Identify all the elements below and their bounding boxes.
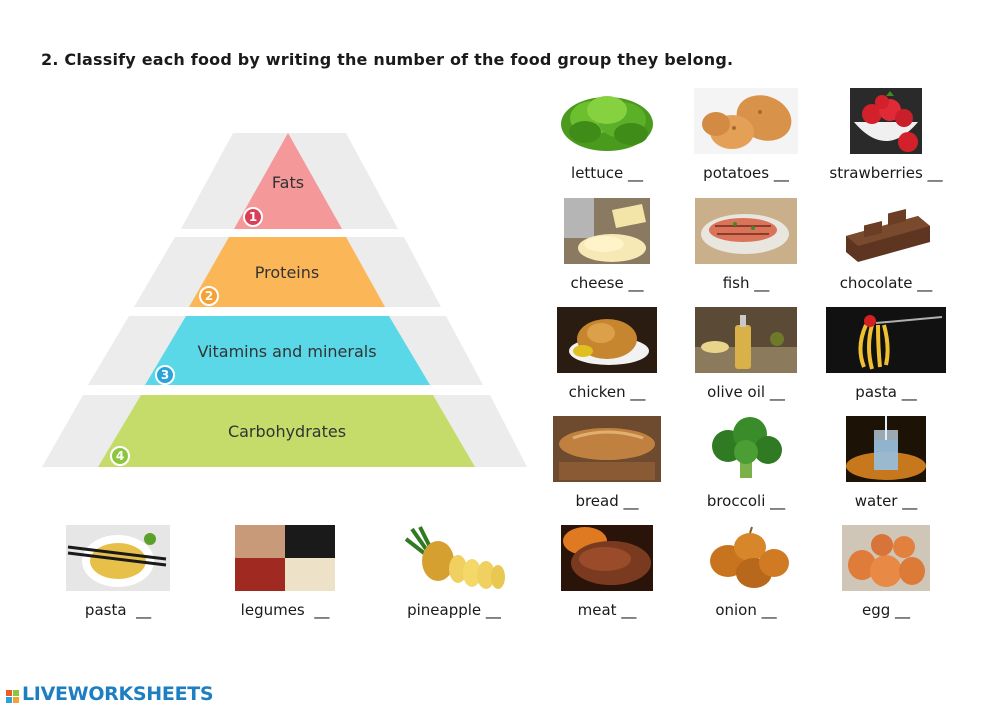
pasta-right-image	[826, 307, 946, 373]
olive-oil-image	[695, 307, 797, 373]
food-item-strawberries: strawberries __	[816, 88, 956, 182]
pyramid-layer-carbohydrates	[98, 395, 475, 467]
badge-3: 3	[155, 365, 175, 385]
food-name: egg	[861, 601, 891, 619]
layer-label-fats: Fats	[272, 173, 304, 192]
food-name: meat	[577, 601, 617, 619]
answer-blank[interactable]: __	[621, 601, 637, 619]
potatoes-image	[694, 88, 798, 154]
answer-blank[interactable]: __	[895, 601, 911, 619]
liveworksheets-logo[interactable]: LIVEWORKSHEETS	[6, 683, 214, 705]
bread-image	[553, 416, 661, 482]
pineapple-image	[404, 526, 505, 589]
food-name: legumes	[240, 601, 305, 619]
food-name: chocolate	[839, 274, 913, 292]
food-name: broccoli	[706, 492, 766, 510]
logo-text: LIVEWORKSHEETS	[22, 683, 214, 705]
food-name: water	[854, 492, 898, 510]
food-name: chicken	[568, 383, 626, 401]
cheese-image	[564, 198, 650, 264]
answer-blank[interactable]: __	[901, 383, 917, 401]
legumes-image	[235, 525, 335, 591]
food-name: lettuce	[571, 164, 624, 182]
answer-blank[interactable]: __	[902, 492, 918, 510]
food-name: pasta	[855, 383, 897, 401]
svg-text:2: 2	[205, 289, 213, 303]
food-item-potatoes: potatoes __	[676, 88, 816, 182]
food-item-broccoli: broccoli __	[676, 416, 816, 510]
onion-image	[710, 526, 789, 588]
food-item-pineapple: pineapple __	[384, 525, 524, 619]
chicken-image	[557, 307, 657, 373]
food-name: fish	[722, 274, 750, 292]
answer-blank[interactable]: __	[623, 492, 639, 510]
answer-blank[interactable]: __	[769, 383, 785, 401]
logo-icon	[6, 687, 20, 703]
food-item-meat: meat __	[537, 525, 677, 619]
answer-blank[interactable]: __	[917, 274, 933, 292]
fish-image	[695, 198, 797, 264]
food-item-water: water __	[816, 416, 956, 510]
badge-2: 2	[199, 286, 219, 306]
food-pyramid: Fats Proteins Vitamins and minerals Carb…	[42, 133, 527, 467]
pasta-bottom-image	[66, 525, 170, 591]
answer-blank[interactable]: __	[485, 601, 501, 619]
badge-4: 4	[110, 446, 130, 466]
answer-blank[interactable]: __	[927, 164, 943, 182]
food-item-pasta-right: pasta __	[816, 307, 956, 401]
pyramid-layer-vitamins	[145, 316, 430, 385]
food-name: pineapple	[407, 601, 482, 619]
food-name: cheese	[570, 274, 624, 292]
food-name: potatoes	[703, 164, 770, 182]
svg-text:4: 4	[116, 449, 124, 463]
answer-blank[interactable]: __	[630, 383, 646, 401]
food-item-fish: fish __	[676, 198, 816, 292]
answer-blank[interactable]: __	[136, 601, 152, 619]
food-item-bread: bread __	[537, 416, 677, 510]
food-item-olive-oil: olive oil __	[676, 307, 816, 401]
water-image	[846, 416, 926, 482]
badge-1: 1	[243, 207, 263, 227]
lettuce-image	[561, 96, 653, 151]
layer-label-carbohydrates: Carbohydrates	[228, 422, 346, 441]
food-item-legumes: legumes __	[215, 525, 355, 619]
food-item-pasta-bottom: pasta __	[48, 525, 188, 619]
food-item-egg: egg __	[816, 525, 956, 619]
meat-image	[561, 525, 653, 591]
food-item-onion: onion __	[676, 525, 816, 619]
layer-label-vitamins: Vitamins and minerals	[197, 342, 376, 361]
food-item-cheese: cheese __	[537, 198, 677, 292]
answer-blank[interactable]: __	[627, 164, 643, 182]
answer-blank[interactable]: __	[754, 274, 770, 292]
food-item-chicken: chicken __	[537, 307, 677, 401]
answer-blank[interactable]: __	[761, 601, 777, 619]
food-name: strawberries	[829, 164, 923, 182]
food-name: onion	[715, 601, 757, 619]
layer-label-proteins: Proteins	[255, 263, 319, 282]
instruction-heading: 2. Classify each food by writing the num…	[41, 50, 734, 69]
chocolate-image	[846, 209, 930, 262]
answer-blank[interactable]: __	[770, 492, 786, 510]
svg-text:3: 3	[161, 368, 169, 382]
answer-blank[interactable]: __	[773, 164, 789, 182]
pyramid-layer-proteins	[189, 237, 385, 307]
egg-image	[842, 525, 930, 591]
food-name: bread	[575, 492, 619, 510]
svg-text:1: 1	[249, 210, 257, 224]
food-name: pasta	[84, 601, 127, 619]
food-name: olive oil	[707, 383, 766, 401]
strawberries-image	[850, 88, 922, 154]
broccoli-image	[712, 417, 782, 478]
food-item-chocolate: chocolate __	[816, 198, 956, 292]
food-item-lettuce: lettuce __	[537, 88, 677, 182]
answer-blank[interactable]: __	[314, 601, 330, 619]
pyramid-layer-fats	[234, 133, 342, 229]
answer-blank[interactable]: __	[628, 274, 644, 292]
